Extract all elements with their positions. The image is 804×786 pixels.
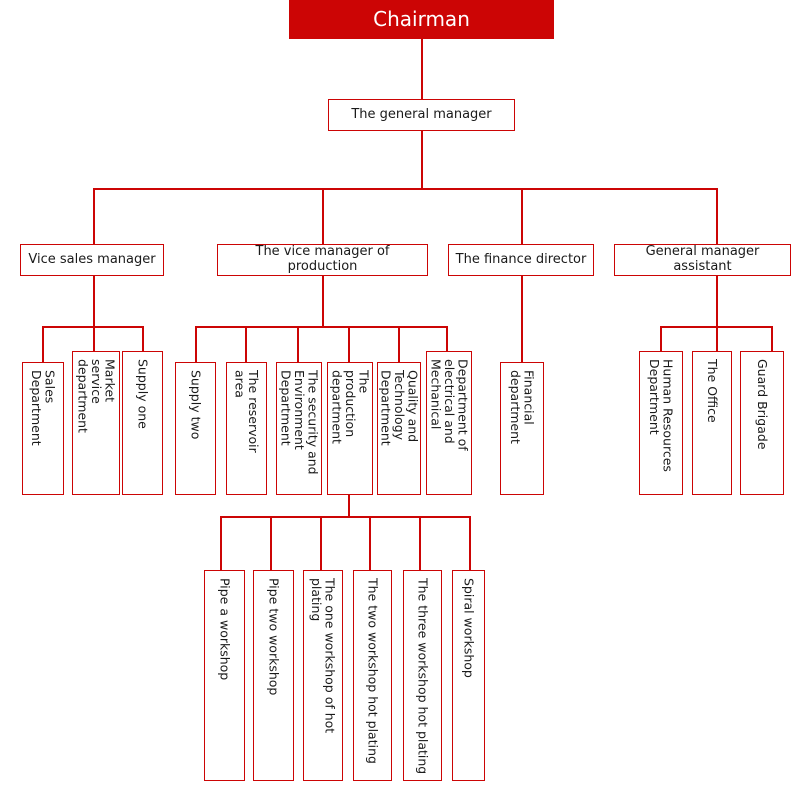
connector-drop-spiral bbox=[469, 516, 471, 570]
node-chairman-label: Chairman bbox=[373, 7, 470, 32]
node-vice-manager-production-label: The vice manager of production bbox=[255, 244, 390, 274]
connector-drop-hr bbox=[660, 326, 662, 362]
node-human-resources-department-label: Human Resources Department bbox=[647, 359, 676, 472]
connector-drop-two-hot bbox=[369, 516, 371, 570]
node-department-electrical-mechanical[interactable]: Department of electrical and Mechanical bbox=[426, 351, 472, 495]
connector-drop-pipe-a bbox=[220, 516, 222, 570]
connector-production-bus bbox=[195, 326, 448, 328]
connector-drop-security bbox=[297, 326, 299, 362]
node-the-reservoir-area[interactable]: The reservoir area bbox=[226, 362, 267, 495]
connector-drop-one-hot bbox=[320, 516, 322, 570]
node-production-department-label: The production department bbox=[329, 370, 372, 444]
connector-drop-supply-one bbox=[142, 326, 144, 362]
node-general-manager-assistant-label: General manager assistant bbox=[645, 244, 760, 274]
node-security-environment-department-label: The security and Environment Department bbox=[278, 370, 321, 475]
node-pipe-a-workshop-label: Pipe a workshop bbox=[217, 578, 233, 681]
node-finance-director[interactable]: The finance director bbox=[448, 244, 594, 276]
connector-assistant-down bbox=[716, 275, 718, 327]
connector-production-dept-down bbox=[348, 495, 350, 517]
node-sales-department-label: Sales Department bbox=[29, 370, 58, 446]
connector-drop-guard bbox=[771, 326, 773, 362]
node-general-manager-label: The general manager bbox=[351, 106, 492, 122]
connector-drop-three-hot bbox=[419, 516, 421, 570]
node-general-manager-assistant[interactable]: General manager assistant bbox=[614, 244, 791, 276]
connector-drop-production-dept bbox=[348, 326, 350, 362]
connector-gm-down bbox=[421, 131, 423, 188]
node-pipe-a-workshop[interactable]: Pipe a workshop bbox=[204, 570, 245, 781]
node-guard-brigade[interactable]: Guard Brigade bbox=[740, 351, 784, 495]
node-department-electrical-mechanical-label: Department of electrical and Mechanical bbox=[428, 359, 471, 451]
connector-drop-market-service bbox=[93, 326, 95, 362]
connector-finance-down bbox=[521, 275, 523, 362]
connector-drop-vice-sales bbox=[93, 188, 95, 244]
connector-drop-electrical bbox=[446, 326, 448, 362]
connector-drop-finance bbox=[521, 188, 523, 244]
node-vice-sales-manager[interactable]: Vice sales manager bbox=[20, 244, 164, 276]
node-pipe-two-workshop[interactable]: Pipe two workshop bbox=[253, 570, 294, 781]
node-financial-department-label: Financial department bbox=[508, 370, 537, 444]
connector-drop-pipe-two bbox=[270, 516, 272, 570]
node-quality-technology-department-label: Quality and Technology Department bbox=[378, 370, 421, 446]
connector-drop-reservoir bbox=[245, 326, 247, 362]
connector-drop-assistant bbox=[716, 188, 718, 244]
connector-workshops-bus bbox=[220, 516, 471, 518]
node-sales-department[interactable]: Sales Department bbox=[22, 362, 64, 495]
node-chairman[interactable]: Chairman bbox=[289, 0, 554, 39]
node-finance-director-label: The finance director bbox=[455, 251, 587, 267]
node-financial-department[interactable]: Financial department bbox=[500, 362, 544, 495]
node-quality-technology-department[interactable]: Quality and Technology Department bbox=[377, 362, 421, 495]
node-the-office[interactable]: The Office bbox=[692, 351, 732, 495]
node-supply-one[interactable]: Supply one bbox=[122, 351, 163, 495]
node-two-workshop-hot-plating[interactable]: The two workshop hot plating bbox=[353, 570, 392, 781]
node-guard-brigade-label: Guard Brigade bbox=[754, 359, 770, 450]
node-market-service-department-label: Market service department bbox=[75, 359, 118, 433]
node-pipe-two-workshop-label: Pipe two workshop bbox=[266, 578, 282, 696]
node-vice-sales-manager-label: Vice sales manager bbox=[28, 251, 156, 267]
node-production-department[interactable]: The production department bbox=[327, 362, 373, 495]
connector-sales-down bbox=[93, 275, 95, 327]
connector-drop-quality bbox=[398, 326, 400, 362]
connector-drop-supply-two bbox=[195, 326, 197, 362]
node-security-environment-department[interactable]: The security and Environment Department bbox=[276, 362, 322, 495]
connector-chairman-to-gm bbox=[421, 39, 423, 99]
node-one-workshop-hot-plating[interactable]: The one workshop of hot plating bbox=[303, 570, 343, 781]
node-one-workshop-hot-plating-label: The one workshop of hot plating bbox=[309, 578, 338, 734]
node-the-office-label: The Office bbox=[704, 359, 720, 423]
node-spiral-workshop-label: Spiral workshop bbox=[461, 578, 477, 678]
node-three-workshop-hot-plating-label: The three workshop hot plating bbox=[415, 578, 431, 775]
node-three-workshop-hot-plating[interactable]: The three workshop hot plating bbox=[403, 570, 442, 781]
node-supply-two[interactable]: Supply two bbox=[175, 362, 216, 495]
node-vice-manager-production[interactable]: The vice manager of production bbox=[217, 244, 428, 276]
connector-drop-office bbox=[716, 326, 718, 362]
node-human-resources-department[interactable]: Human Resources Department bbox=[639, 351, 683, 495]
connector-drop-vice-production bbox=[322, 188, 324, 244]
connector-level2-bus bbox=[93, 188, 717, 190]
connector-drop-sales-department bbox=[42, 326, 44, 362]
connector-production-down bbox=[322, 275, 324, 327]
node-market-service-department[interactable]: Market service department bbox=[72, 351, 120, 495]
node-the-reservoir-area-label: The reservoir area bbox=[232, 370, 262, 453]
node-supply-one-label: Supply one bbox=[135, 359, 151, 429]
node-two-workshop-hot-plating-label: The two workshop hot plating bbox=[365, 578, 381, 764]
node-general-manager[interactable]: The general manager bbox=[328, 99, 515, 131]
node-supply-two-label: Supply two bbox=[188, 370, 204, 440]
node-spiral-workshop[interactable]: Spiral workshop bbox=[452, 570, 485, 781]
